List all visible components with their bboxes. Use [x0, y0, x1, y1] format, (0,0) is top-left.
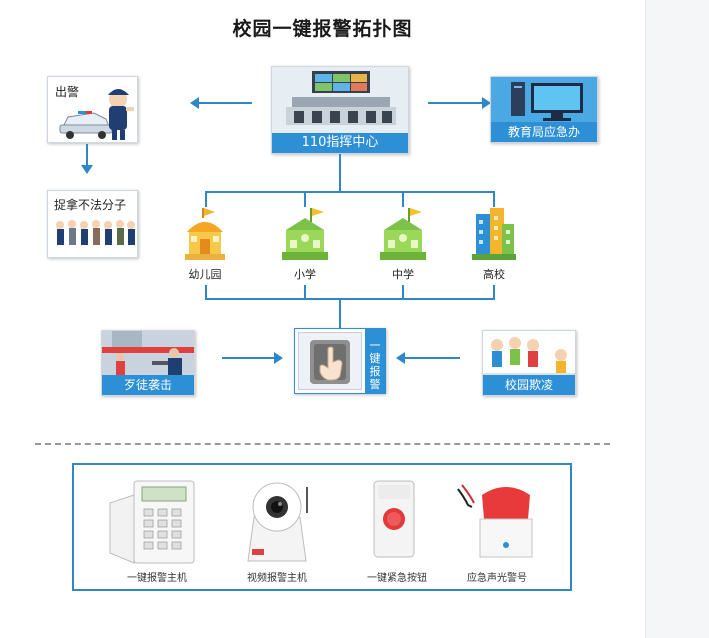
line-school-bus-top — [205, 191, 495, 193]
section-divider — [35, 443, 610, 445]
line-rise-kindergarten — [205, 285, 207, 299]
hand-press-icon — [310, 340, 350, 384]
alarm-side-bar — [365, 329, 385, 393]
label-college: 高校 — [483, 268, 505, 281]
arrow-attack-to-alarm — [274, 352, 283, 364]
device-panel: 一键报警主机 视频报警主机 一键紧急按钮 应急声光警号 — [72, 463, 572, 591]
label-primary-school: 小学 — [294, 268, 316, 281]
line-attack-to-alarm — [222, 357, 274, 359]
page-side-strip — [645, 0, 709, 638]
card-arrest: 捉拿不法分子 — [47, 190, 138, 258]
command-center-illustration — [272, 67, 408, 135]
line-rise-primary — [304, 285, 306, 299]
line-center-to-dispatch — [199, 102, 252, 104]
label-arrest: 捉拿不法分子 — [54, 198, 127, 212]
video-alarm-camera-icon — [247, 482, 308, 562]
emergency-button-icon — [373, 480, 415, 558]
strobe-siren-icon — [457, 484, 533, 558]
line-bullying-to-alarm — [405, 357, 460, 359]
arrow-to-dispatch — [190, 97, 199, 109]
card-one-key-alarm: 一键报警 — [294, 328, 386, 394]
arrest-illustration — [56, 220, 135, 245]
device-label-strobe-siren: 应急声光警号 — [467, 573, 527, 584]
primary-school-icon — [282, 208, 328, 260]
label-middle-school: 中学 — [392, 268, 414, 281]
arrow-bullying-to-alarm — [396, 352, 405, 364]
arrow-to-education — [482, 97, 491, 109]
college-icon — [472, 208, 516, 260]
line-to-alarm — [339, 298, 341, 328]
device-label-video-host: 视频报警主机 — [247, 573, 307, 584]
line-drop-college — [493, 191, 495, 207]
caption-attack: 歹徒袭击 — [102, 375, 194, 395]
alarm-host-device-icon — [109, 480, 195, 564]
alarm-vertical-label: 一键报警 — [369, 339, 381, 391]
line-center-trunk — [339, 154, 341, 192]
line-dispatch-to-arrest — [86, 144, 88, 166]
caption-bullying: 校园欺凌 — [483, 375, 575, 395]
computer-illustration — [491, 77, 597, 124]
arrow-to-arrest — [81, 165, 93, 174]
card-bullying: 校园欺凌 — [482, 330, 576, 396]
line-drop-primary — [304, 191, 306, 207]
card-education-bureau: 教育局应急办 — [490, 76, 598, 143]
line-drop-middle — [402, 191, 404, 207]
line-rise-college — [493, 285, 495, 299]
page-title: 校园一键报警拓扑图 — [232, 18, 413, 40]
line-school-bus-bottom — [205, 298, 495, 300]
card-dispatch: 出警 — [47, 76, 138, 143]
caption-command-center: 110指挥中心 — [272, 133, 408, 153]
middle-school-icon — [380, 208, 426, 260]
line-drop-kindergarten — [205, 191, 207, 207]
line-center-to-education — [428, 102, 482, 104]
kindergarten-icon — [185, 208, 225, 260]
label-kindergarten: 幼儿园 — [188, 268, 222, 281]
label-dispatch: 出警 — [55, 85, 80, 99]
line-rise-middle — [402, 285, 404, 299]
device-label-alarm-host: 一键报警主机 — [127, 573, 187, 584]
card-attack: 歹徒袭击 — [101, 330, 195, 396]
attack-illustration — [102, 331, 194, 377]
police-car-illustration — [59, 89, 134, 140]
card-command-center: 110指挥中心 — [271, 66, 409, 154]
device-label-emergency-button: 一键紧急按钮 — [367, 573, 427, 584]
bullying-illustration — [483, 331, 575, 377]
caption-education-bureau: 教育局应急办 — [491, 122, 597, 142]
